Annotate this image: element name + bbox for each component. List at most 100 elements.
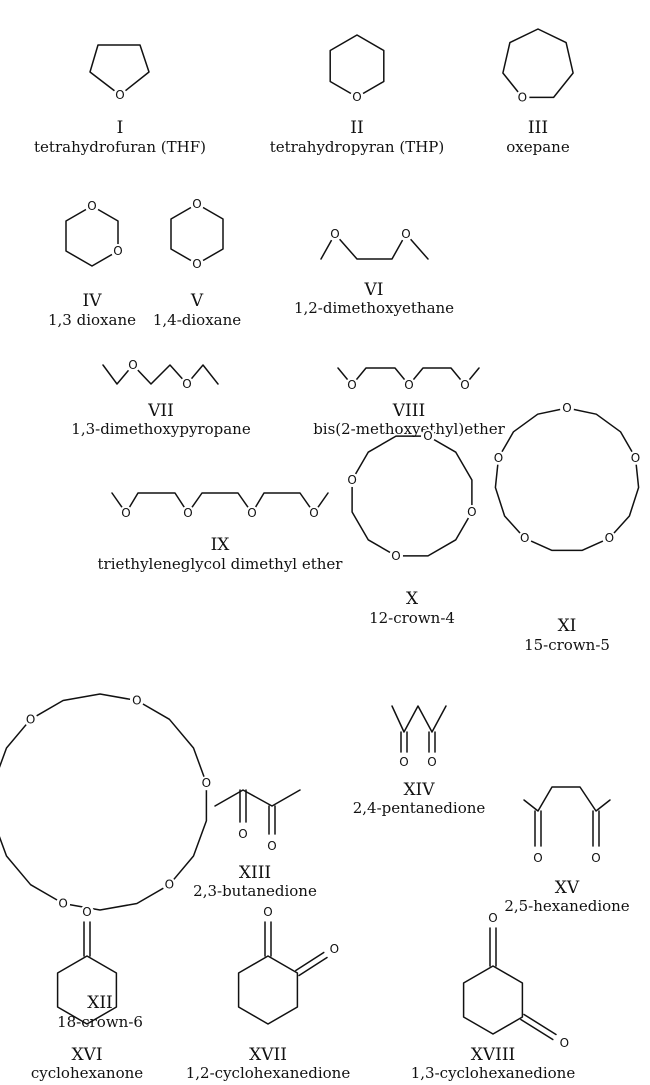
name-xvii: 1,2-cyclohexanedione	[186, 1064, 351, 1082]
thp-oxygen: O	[352, 90, 361, 104]
cyclohexanedione13-co-2-a	[520, 1018, 554, 1041]
crown4-oxygen-1-bg	[464, 505, 479, 519]
crown5-ring	[494, 407, 640, 552]
crown6-oxygen-1: O	[132, 694, 141, 708]
diglyme-oxygen-2-bg	[402, 378, 416, 392]
cyclohexanone-oxygen-bg	[80, 905, 94, 919]
crown6-oxygen-6: O	[26, 712, 35, 726]
numeral-v: V	[190, 291, 204, 311]
pentanedione-oxygen-1-bg	[397, 755, 411, 769]
cyclohexanedione13-oxygen-1-bg	[486, 911, 500, 925]
butanedione-oxygen-1: O	[238, 827, 247, 841]
crown6-oxygen-3: O	[165, 878, 174, 892]
name-xiv: 2,4-pentanedione	[353, 799, 486, 817]
triglyme-oxygen-4-bg	[307, 506, 321, 520]
dme-oxygen-2: O	[401, 227, 410, 241]
name-viii: bis(2-methoxyethyl)ether	[313, 420, 505, 438]
numeral-ii: II	[350, 118, 363, 138]
crown5-oxygen-4: O	[520, 531, 529, 545]
triglyme-oxygen-2-bg	[181, 506, 195, 520]
numeral-vi: VI	[364, 280, 384, 300]
cyclohexanedione12-oxygen-1-bg	[261, 905, 275, 919]
dme-oxygen-1-bg	[328, 227, 342, 241]
name-iii: oxepane	[506, 138, 570, 156]
numeral-xi: XI	[558, 616, 577, 636]
crown5-oxygen-1-bg	[560, 401, 574, 415]
numeral-xvi: XVI	[71, 1045, 102, 1065]
hexanedione-chain	[523, 786, 611, 812]
name-iv: 1,3 dioxane	[48, 311, 136, 329]
dmp-oxygen-1-bg	[126, 358, 140, 372]
hexanedione-oxygen-2-bg	[589, 851, 603, 865]
crown6-oxygen-6-bg	[23, 712, 38, 727]
triglyme-chain	[111, 492, 329, 514]
thf-oxygen-bg	[113, 88, 127, 102]
crown5-oxygen-2: O	[631, 451, 640, 465]
crown6-oxygen-4: O	[58, 897, 67, 911]
oxepane-ring	[502, 28, 574, 99]
hexanedione-oxygen-1: O	[533, 851, 542, 865]
cyclohexanedione13-oxygen-1: O	[488, 911, 497, 925]
dioxane14-ring	[170, 203, 224, 265]
name-i: tetrahydrofuran (THF)	[34, 138, 206, 156]
crown6-oxygen-2-bg	[199, 776, 214, 791]
dioxane13-ring	[65, 205, 119, 267]
name-xii: 18-crown-6	[57, 1013, 143, 1031]
crown6-oxygen-1-bg	[129, 693, 144, 708]
numeral-vii: VII	[147, 401, 174, 421]
numeral-iv: IV	[83, 291, 103, 311]
numeral-xv: XV	[555, 878, 580, 898]
crown4-oxygen-4: O	[423, 429, 432, 443]
dioxane13-oxygen-2-bg	[111, 244, 125, 258]
crown6-oxygen-3-bg	[162, 877, 177, 892]
thf-oxygen: O	[115, 88, 124, 102]
crown6-oxygen-4-bg	[56, 896, 71, 911]
name-xiii: 2,3-butanedione	[193, 882, 317, 900]
cyclohexanedione13-co-2-b	[523, 1013, 557, 1036]
hexanedione-oxygen-1-bg	[531, 851, 545, 865]
thf-ring	[89, 44, 150, 96]
dmp-oxygen-2-bg	[180, 377, 194, 391]
crown6-oxygen-5-bg	[0, 817, 1, 824]
name-vii: 1,3-dimethoxypyropane	[71, 420, 251, 438]
dioxane14-oxygen-2: O	[192, 257, 201, 271]
numeral-xiv: XIV	[403, 780, 435, 800]
triglyme-oxygen-4: O	[309, 506, 318, 520]
diglyme-oxygen-1: O	[347, 378, 356, 392]
dioxane13-oxygen-1: O	[87, 199, 96, 213]
numeral-x: X	[406, 589, 419, 609]
numeral-xiii: XIII	[239, 863, 271, 883]
crown5-oxygen-5: O	[494, 451, 503, 465]
dioxane13-oxygen-2: O	[113, 244, 122, 258]
crown6-ring	[0, 693, 208, 911]
cyclohexanedione13-oxygen-2-bg	[557, 1036, 572, 1050]
dmp-oxygen-1: O	[128, 358, 137, 372]
name-xv: 2,5-hexanedione	[504, 897, 629, 915]
numeral-viii: VIII	[392, 401, 425, 421]
cyclohexanedione12-oxygen-1: O	[263, 905, 272, 919]
cyclohexanedione13-oxygen-2: O	[560, 1036, 569, 1050]
crown4-oxygen-4-bg	[421, 429, 435, 444]
crown4-oxygen-3-bg	[345, 473, 360, 487]
name-vi: 1,2-dimethoxyethane	[294, 299, 454, 317]
cyclohexanedione12-oxygen-2: O	[330, 942, 339, 956]
name-x: 12-crown-4	[369, 609, 455, 627]
diglyme-oxygen-3-bg	[458, 378, 472, 392]
crown6-oxygen-2: O	[202, 776, 211, 790]
name-xviii: 1,3-cyclohexanedione	[411, 1064, 576, 1082]
cyclohexanone-oxygen: O	[82, 905, 91, 919]
dmp-chain	[102, 364, 219, 385]
crown5-oxygen-4-bg	[517, 531, 532, 546]
crown4-oxygen-1: O	[467, 505, 476, 519]
numeral-i: I	[117, 118, 124, 138]
cyclohexanedione12-ring	[237, 955, 299, 1025]
name-xi: 15-crown-5	[524, 636, 610, 654]
dioxane13-oxygen-1-bg	[85, 199, 99, 213]
cyclohexanedione13-ring	[462, 965, 524, 1035]
name-ix: triethyleneglycol dimethyl ether	[98, 555, 344, 573]
crown5-oxygen-3-bg	[602, 531, 617, 546]
crown4-ring	[351, 435, 473, 557]
triglyme-oxygen-1: O	[121, 506, 130, 520]
